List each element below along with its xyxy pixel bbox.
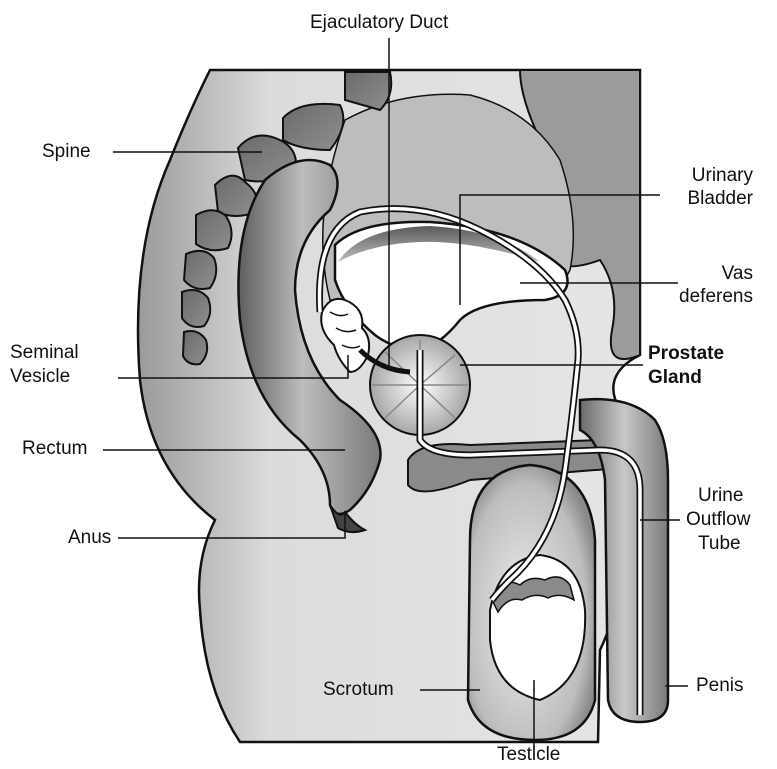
label-urine-outflow-tube-2: Outflow <box>686 509 750 531</box>
label-ejaculatory-duct: Ejaculatory Duct <box>310 12 448 34</box>
label-urine-outflow-tube-3: Tube <box>698 533 741 555</box>
label-scrotum: Scrotum <box>323 679 394 701</box>
label-prostate-gland-1: Prostate <box>648 343 724 365</box>
label-urinary-bladder-1: Urinary <box>692 165 753 187</box>
label-seminal-vesicle-2: Vesicle <box>10 366 70 388</box>
label-spine: Spine <box>42 141 91 163</box>
label-rectum: Rectum <box>22 438 87 460</box>
label-vas-deferens-1: Vas <box>722 263 753 285</box>
label-penis: Penis <box>696 675 744 697</box>
label-urinary-bladder-2: Bladder <box>688 188 754 210</box>
label-urine-outflow-tube-1: Urine <box>698 485 743 507</box>
label-prostate-gland-2: Gland <box>648 367 702 389</box>
label-vas-deferens-2: deferens <box>679 286 753 308</box>
label-anus: Anus <box>68 527 111 549</box>
label-seminal-vesicle-1: Seminal <box>10 342 79 364</box>
label-testicle: Testicle <box>497 744 560 766</box>
